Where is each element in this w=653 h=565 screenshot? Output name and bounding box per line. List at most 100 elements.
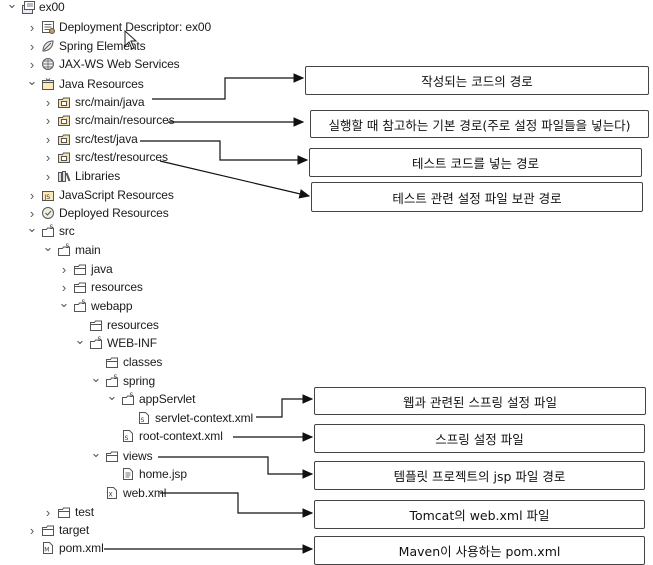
chevron-right-icon[interactable]: ›: [61, 261, 67, 277]
deployment-descriptor-icon: [41, 20, 55, 34]
toggle-spacer: [107, 467, 117, 481]
tree-item-label: servlet-context.xml: [155, 411, 254, 425]
chevron-right-icon[interactable]: ›: [45, 149, 51, 165]
chevron-down-icon[interactable]: ⌄: [6, 0, 18, 11]
spring-folder-icon: S: [121, 392, 135, 406]
chevron-down-icon[interactable]: ⌄: [42, 239, 54, 254]
chevron-right-icon[interactable]: ›: [45, 131, 51, 147]
tree-item-src-main-resources[interactable]: › src/main/resources: [43, 111, 175, 129]
svg-text:X: X: [109, 492, 113, 499]
package-folder-icon: [57, 95, 71, 109]
tree-item-webapp-resources[interactable]: resources: [75, 316, 159, 334]
tree-item-label: home.jsp: [139, 467, 187, 481]
chevron-right-icon[interactable]: ›: [29, 187, 35, 203]
callout-pom-xml: Maven이 사용하는 pom.xml: [314, 536, 645, 565]
tree-item-views[interactable]: ⌄views: [90, 445, 153, 465]
arrow-web-xml: [160, 492, 314, 518]
toggle-spacer: [107, 429, 117, 443]
chevron-right-icon[interactable]: ›: [29, 38, 35, 54]
spring-folder-icon: S: [41, 224, 55, 238]
chevron-down-icon[interactable]: ⌄: [26, 220, 38, 235]
chevron-right-icon[interactable]: ›: [45, 94, 51, 110]
callout-src-main-java: 작성되는 코드의 경로: [305, 66, 649, 95]
chevron-right-icon[interactable]: ›: [45, 504, 51, 520]
chevron-down-icon[interactable]: ⌄: [26, 73, 38, 88]
tree-item-classes[interactable]: classes: [91, 353, 162, 371]
xml-file-icon: X: [105, 486, 119, 500]
deployed-resources-icon: [41, 206, 55, 220]
tree-item-home-jsp[interactable]: home.jsp: [107, 465, 187, 483]
package-folder-icon: [57, 113, 71, 127]
tree-item-src-test-java[interactable]: › src/test/java: [43, 130, 138, 148]
spring-leaf-icon: [41, 39, 55, 53]
tree-item-deployed-resources[interactable]: ›Deployed Resources: [27, 204, 169, 222]
callout-web-xml: Tomcat의 web.xml 파일: [314, 500, 645, 529]
tree-item-label: src/test/java: [75, 132, 138, 146]
tree-item-deployment-descriptor[interactable]: › Deployment Descriptor: ex00: [27, 18, 211, 36]
arrow-views: [158, 456, 314, 479]
tree-item-test[interactable]: › test: [43, 503, 94, 521]
chevron-down-icon[interactable]: ⌄: [90, 370, 102, 385]
chevron-right-icon[interactable]: ›: [29, 522, 35, 538]
tree-item-target[interactable]: ›target: [27, 521, 89, 539]
tree-item-jaxws[interactable]: ›JAX-WS Web Services: [27, 55, 180, 73]
folder-icon: [89, 318, 103, 332]
folder-icon: [73, 280, 87, 294]
chevron-right-icon[interactable]: ›: [45, 112, 51, 128]
tree-item-spring-elements[interactable]: › Spring Elements: [27, 37, 146, 55]
svg-text:S: S: [98, 336, 102, 343]
arrow-src-test-java: [140, 140, 309, 165]
chevron-right-icon[interactable]: ›: [29, 19, 35, 35]
chevron-right-icon[interactable]: ›: [61, 279, 67, 295]
chevron-right-icon[interactable]: ›: [45, 168, 51, 184]
tree-item-label: test: [75, 505, 94, 519]
tree-item-src-main-java[interactable]: ›src/main/java: [43, 93, 145, 111]
jsp-file-icon: [121, 467, 135, 481]
project-icon: [21, 0, 35, 14]
spring-folder-icon: S: [57, 243, 71, 257]
folder-icon: [105, 355, 119, 369]
chevron-down-icon[interactable]: ⌄: [58, 295, 70, 310]
tree-item-label: webapp: [91, 299, 133, 313]
tree-item-libraries[interactable]: ›Libraries: [43, 167, 120, 185]
callout-views: 템플릿 프로젝트의 jsp 파일 경로: [314, 461, 645, 490]
tree-item-java[interactable]: › java: [59, 260, 113, 278]
web-services-icon: [41, 57, 55, 71]
tree-item-label: java: [91, 262, 113, 276]
chevron-down-icon[interactable]: ⌄: [90, 445, 102, 460]
callout-root-context: 스프링 설정 파일: [314, 424, 645, 453]
chevron-right-icon[interactable]: ›: [29, 205, 35, 221]
tree-item-label: classes: [123, 355, 163, 369]
tree-item-java-resources[interactable]: ⌄Java Resources: [26, 73, 144, 93]
chevron-down-icon[interactable]: ⌄: [74, 332, 86, 347]
tree-item-resources[interactable]: ›resources: [59, 278, 143, 296]
folder-icon: [105, 449, 119, 463]
chevron-down-icon[interactable]: ⌄: [106, 388, 118, 403]
tree-item-src-test-resources[interactable]: ›src/test/resources: [43, 148, 168, 166]
mouse-cursor-icon: [124, 30, 138, 50]
arrow-src-test-resources: [159, 160, 311, 199]
tree-item-ex00[interactable]: ⌄ex00: [7, 0, 65, 16]
tree-item-label: Deployment Descriptor: ex00: [59, 20, 212, 34]
toggle-spacer: [91, 355, 101, 369]
toggle-spacer: [27, 541, 37, 555]
chevron-right-icon[interactable]: ›: [29, 56, 35, 72]
package-folder-icon: [57, 132, 71, 146]
tree-item-label: Spring Elements: [59, 39, 146, 53]
tree-item-label: src/main/resources: [75, 113, 175, 127]
javascript-resources-icon: JS: [41, 188, 55, 202]
folder-icon: [73, 262, 87, 276]
maven-pom-icon: M: [41, 541, 55, 555]
